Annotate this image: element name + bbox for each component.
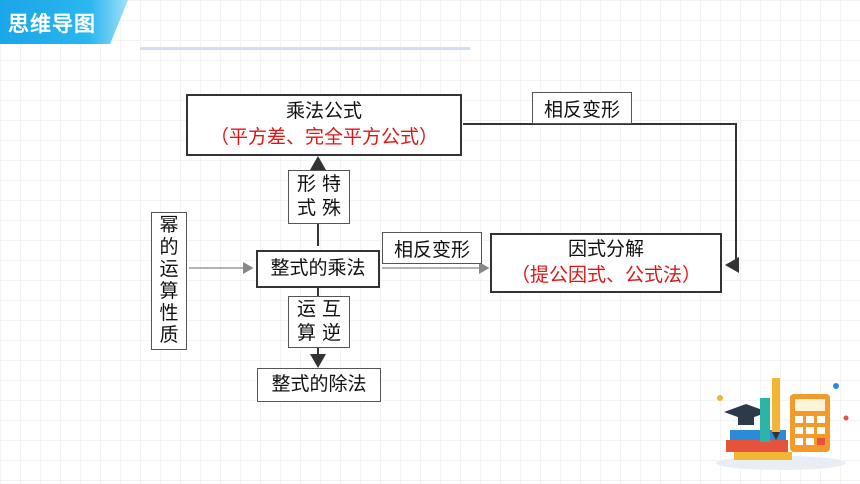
pencil-icon (772, 378, 780, 432)
factorization-subtitle: （提公因式、公式法） (510, 264, 701, 286)
node-factorization: 因式分解 （提公因式、公式法） (490, 233, 722, 293)
inverse-op-left: 运 算 (296, 298, 316, 344)
special-form-right: 特 殊 (322, 173, 342, 219)
page-title: 思维导图 (8, 12, 96, 36)
header-banner (0, 0, 128, 44)
special-form-left: 形 式 (296, 173, 316, 219)
label-inverse-middle: 相反变形 (382, 232, 482, 264)
multiplication-title: 整式的乘法 (270, 257, 366, 280)
book-icon (734, 452, 792, 460)
label-special-form: 形 式 特 殊 (288, 170, 350, 224)
arrow-formula-to-factor (463, 123, 739, 273)
power-char: 质 (159, 323, 179, 346)
node-power-rules: 幂 的 运 算 性 质 (151, 212, 187, 350)
book-icon (730, 430, 786, 440)
node-integral-division: 整式的除法 (257, 368, 381, 402)
power-char: 的 (159, 236, 179, 259)
inverse-op-right: 互 逆 (322, 298, 342, 344)
factorization-title: 因式分解 (567, 238, 644, 261)
label-inverse-top: 相反变形 (532, 92, 632, 124)
label-inverse-op: 运 算 互 逆 (288, 296, 350, 348)
power-char: 幂 (159, 214, 179, 237)
formula-title: 乘法公式 (285, 100, 362, 123)
ruler-icon (760, 398, 770, 442)
power-char: 运 (159, 258, 179, 281)
book-icon (726, 440, 788, 452)
math-illustration (716, 378, 849, 470)
node-integral-multiplication: 整式的乘法 (256, 250, 380, 288)
power-char: 性 (159, 301, 179, 324)
node-multiplication-formula: 乘法公式 （平方差、完全平方公式） (186, 94, 462, 156)
graduation-cap-icon (724, 404, 768, 420)
division-title: 整式的除法 (271, 373, 367, 396)
formula-subtitle: （平方差、完全平方公式） (209, 126, 438, 148)
power-char: 算 (159, 280, 179, 302)
title-underline (140, 47, 470, 50)
